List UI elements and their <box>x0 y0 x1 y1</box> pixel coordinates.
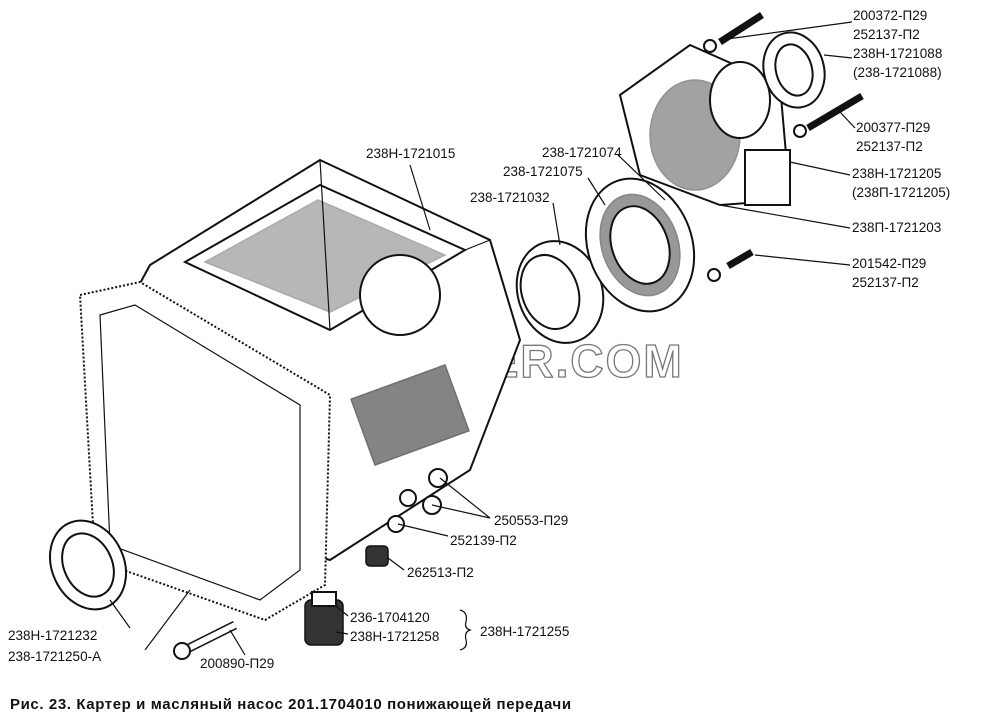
bolts-top <box>703 12 864 282</box>
label-238-1721074: 238-1721074 <box>542 145 622 160</box>
label-238p-1721203: 238П-1721203 <box>852 220 941 235</box>
part-labels: 200372-П29 252137-П2 238Н-1721088 (238-1… <box>8 8 950 671</box>
label-236-1704120: 236-1704120 <box>350 610 430 625</box>
label-201542-p29: 201542-П29 <box>852 256 926 271</box>
label-238n-1721088: 238Н-1721088 <box>853 46 942 61</box>
label-238n-1721255: 238Н-1721255 <box>480 624 569 639</box>
leader-lines <box>109 21 856 656</box>
label-238-1721032: 238-1721032 <box>470 190 550 205</box>
label-200377-p29: 200377-П29 <box>856 120 930 135</box>
bearing-cup <box>515 240 605 344</box>
label-238p-1721205: (238П-1721205) <box>852 185 950 200</box>
label-238-1721088: (238-1721088) <box>853 65 942 80</box>
label-238n-1721232: 238Н-1721232 <box>8 628 97 643</box>
label-200890-p29: 200890-П29 <box>200 656 274 671</box>
seal-rear <box>762 31 826 109</box>
label-252137-p2-b: 252137-П2 <box>856 139 923 154</box>
figure-caption: Рис. 23. Картер и масляный насос 201.170… <box>10 696 572 713</box>
label-252137-p2-a: 252137-П2 <box>853 27 920 42</box>
label-250553-p29: 250553-П29 <box>494 513 568 528</box>
label-252139-p2: 252139-П2 <box>450 533 517 548</box>
label-200372-p29: 200372-П29 <box>853 8 927 23</box>
nuts-washers <box>387 468 448 533</box>
seal-ring-left <box>49 519 127 611</box>
label-238n-1721205: 238Н-1721205 <box>852 166 941 181</box>
label-238n-1721258: 238Н-1721258 <box>350 629 439 644</box>
oil-pump <box>304 545 389 646</box>
bearing-ring <box>584 177 696 313</box>
label-238n-1721015: 238Н-1721015 <box>366 146 455 161</box>
bolt-bottom <box>173 620 238 660</box>
label-262513-p2: 262513-П2 <box>407 565 474 580</box>
label-252137-p2-c: 252137-П2 <box>852 275 919 290</box>
rear-cover <box>618 43 792 207</box>
label-238-1721250-a: 238-1721250-А <box>8 649 101 664</box>
label-238-1721075: 238-1721075 <box>503 164 583 179</box>
